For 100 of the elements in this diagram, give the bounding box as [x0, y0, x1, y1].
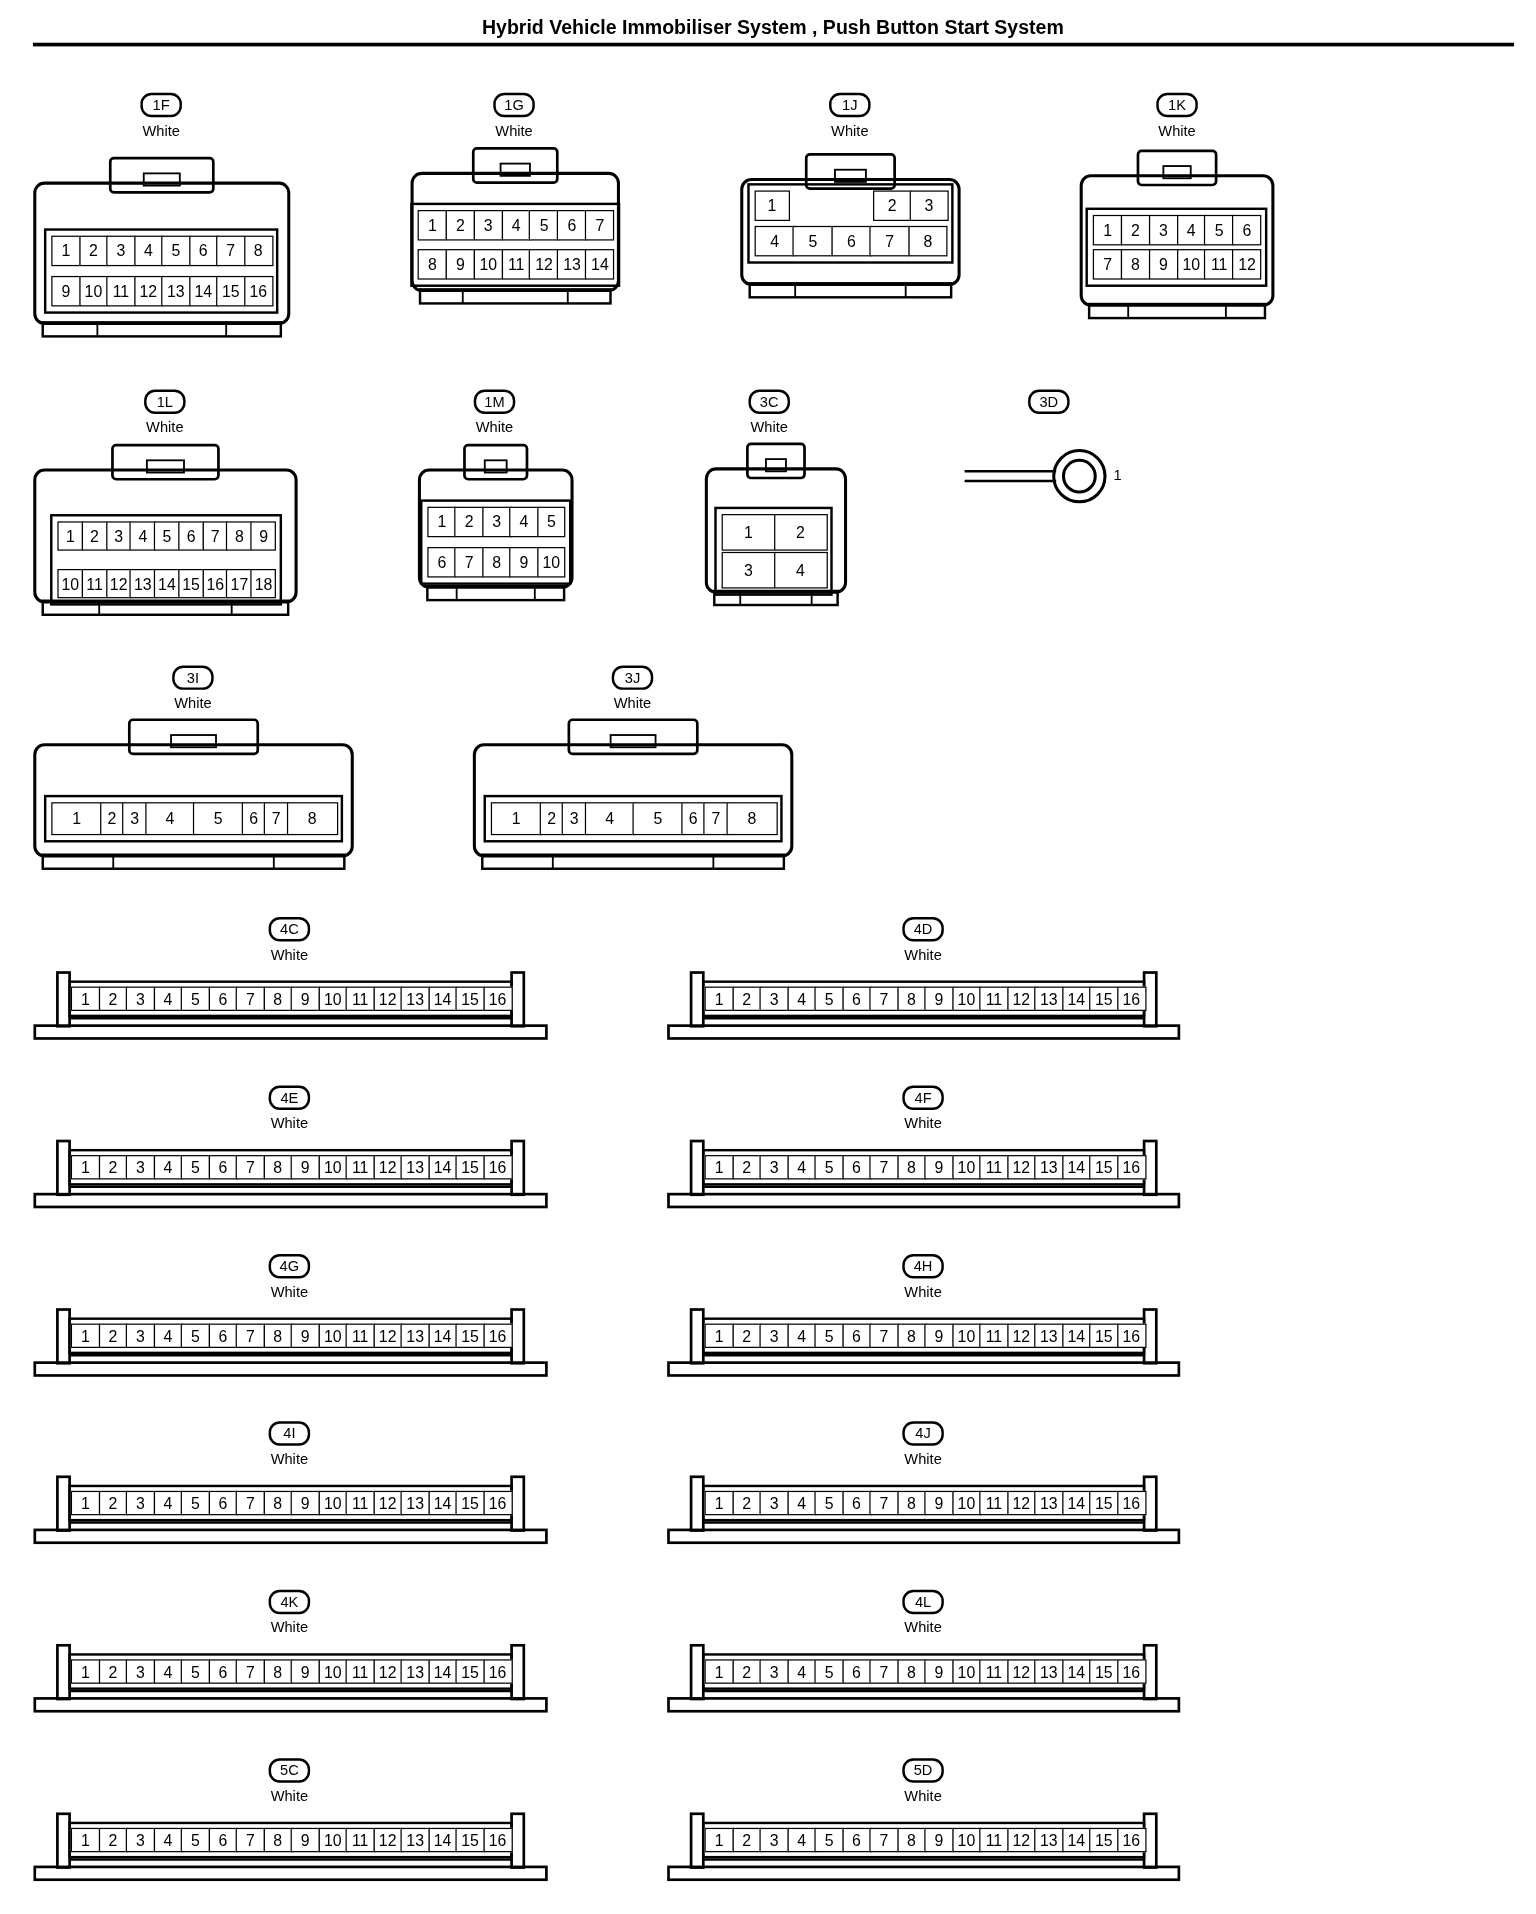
connector-color-label: White	[269, 946, 310, 964]
pin-number-cell: 2	[78, 235, 109, 267]
pin-number-cell: 2	[98, 1659, 128, 1684]
pin-number-cell: 12	[1006, 1323, 1036, 1348]
pin-number-cell: 9	[290, 1155, 320, 1180]
pin-number-cell: 10	[318, 1659, 348, 1684]
pin-number-cell: 5	[814, 1323, 844, 1348]
pin-number-cell: 8	[907, 225, 949, 257]
pin-number-cell: 11	[81, 569, 108, 599]
pin-number-cell: 6	[841, 1659, 872, 1684]
connector-code-badge: 5D	[902, 1758, 944, 1783]
pin-number-cell: 5	[1204, 214, 1234, 246]
pin-number-cell: 4	[153, 986, 183, 1011]
pin-number-cell: 9	[1148, 249, 1179, 280]
pin-number-cell: 4	[153, 1155, 183, 1180]
connector-code-badge: 1F	[140, 92, 182, 118]
pin-number-cell: 14	[427, 1827, 458, 1853]
pin-number-cell: 2	[98, 1490, 128, 1516]
pin-number-cell: 2	[732, 1323, 762, 1348]
pin-number-cell: 5	[814, 1827, 844, 1853]
pin-number-cell: 3	[105, 521, 132, 551]
pin-number-cell: 14	[1061, 986, 1091, 1011]
pin-number-cell: 3	[125, 1490, 156, 1516]
connector-color-label: White	[269, 1283, 310, 1301]
pin-number-cell: 12	[1232, 249, 1262, 280]
pin-number-cell: 12	[373, 1155, 403, 1180]
pin-number-cell: 14	[427, 1490, 458, 1516]
pin-number-cell: 8	[896, 1323, 927, 1348]
pin-number-cell: 4	[773, 551, 828, 589]
pin-number-cell: 8	[417, 249, 448, 280]
pin-number-cell: 2	[454, 506, 484, 538]
pin-number-cell: 2	[445, 210, 476, 241]
pin-number-cell: 7	[454, 547, 484, 578]
pin-number-cell: 13	[1034, 986, 1064, 1011]
pin-number-cell: 10	[318, 1323, 348, 1348]
pin-number-cell: 7	[235, 1490, 265, 1516]
pin-number-cell: 10	[78, 275, 109, 307]
pin-number-cell: 13	[161, 275, 191, 307]
pin-number-cell: 8	[243, 235, 273, 267]
pin-number: 1	[1113, 466, 1122, 484]
pin-number-cell: 4	[153, 1827, 183, 1853]
pin-number-cell: 3	[473, 210, 504, 241]
pin-number-cell: 4	[786, 1155, 817, 1180]
pin-number-cell: 5	[180, 1827, 210, 1853]
pin-number-cell: 7	[235, 1155, 265, 1180]
pin-number-cell: 11	[979, 1323, 1009, 1348]
pin-number-cell: 2	[732, 1155, 762, 1180]
pin-number-cell: 11	[979, 1659, 1009, 1684]
pin-number-cell: 5	[529, 210, 559, 241]
pin-number-cell: 4	[786, 1323, 817, 1348]
pin-number-cell: 6	[208, 1323, 238, 1348]
pin-number-cell: 6	[241, 802, 266, 836]
connector-color-label: White	[145, 418, 185, 436]
pin-number-cell: 14	[1061, 1827, 1091, 1853]
pin-number-cell: 1	[70, 1323, 101, 1348]
connector-color-label: White	[269, 1114, 310, 1132]
pin-number-cell: 8	[263, 1323, 293, 1348]
pin-number-cell: 2	[732, 1827, 762, 1853]
pin-number-cell: 6	[208, 986, 238, 1011]
pin-number-cell: 15	[455, 1155, 485, 1180]
pin-number-cell: 3	[125, 986, 156, 1011]
pin-number-cell: 8	[226, 521, 253, 551]
pin-number-cell: 11	[345, 1323, 375, 1348]
connector-color-label: White	[269, 1787, 310, 1805]
pin-number-cell: 4	[786, 986, 817, 1011]
pin-number-cell: 5	[792, 225, 834, 257]
pin-number-cell: 6	[178, 521, 205, 551]
pin-number-cell: 7	[869, 1323, 899, 1348]
pin-number-cell: 7	[869, 986, 899, 1011]
connector-code-badge: 3J	[611, 665, 654, 690]
pin-number-cell: 11	[979, 1827, 1009, 1853]
pin-number-cell: 8	[263, 1659, 293, 1684]
pin-number-cell: 4	[133, 235, 163, 267]
pin-number-cell: 13	[1034, 1659, 1064, 1684]
pin-number-cell: 6	[557, 210, 587, 241]
pin-number-cell: 5	[161, 235, 191, 267]
pin-number-cell: 12	[133, 275, 163, 307]
connector-code-badge: 1J	[829, 92, 871, 118]
connector-code-badge: 4E	[268, 1085, 311, 1110]
pin-number-cell: 1	[51, 235, 81, 267]
connector-code-badge: 4C	[268, 916, 311, 942]
pin-number-cell: 12	[373, 1323, 403, 1348]
pin-number-cell: 8	[896, 1659, 927, 1684]
pin-number-cell: 3	[759, 1155, 789, 1180]
connector-color-label: White	[173, 694, 213, 712]
pin-number-cell: 9	[250, 521, 277, 551]
pin-number-cell: 1	[427, 506, 457, 538]
pin-number-cell: 8	[896, 986, 927, 1011]
pin-number-cell: 3	[759, 1659, 789, 1684]
pin-number-cell: 11	[979, 986, 1009, 1011]
pin-number-cell: 13	[1034, 1827, 1064, 1853]
connector-code-badge: 3I	[172, 665, 214, 690]
pin-number-cell: 2	[98, 1827, 128, 1853]
connector-color-label: White	[612, 694, 653, 712]
pin-number-cell: 12	[105, 569, 132, 599]
pin-number-cell: 1	[417, 210, 448, 241]
pin-number-cell: 2	[539, 802, 564, 836]
pin-number-cell: 1	[51, 802, 102, 836]
pin-number-cell: 8	[1120, 249, 1151, 280]
pin-number-cell: 11	[345, 986, 375, 1011]
